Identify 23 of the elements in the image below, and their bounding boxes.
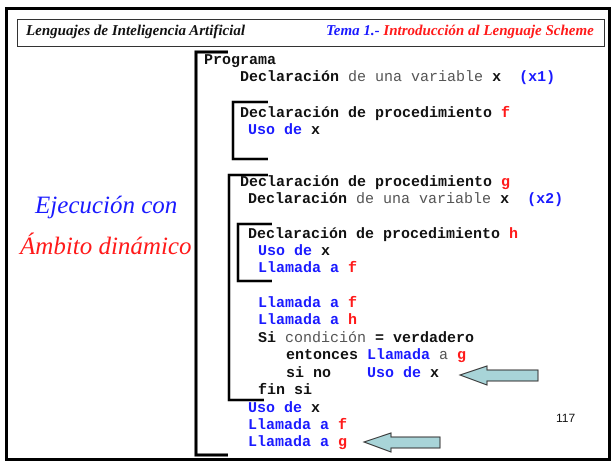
code-line: entonces Llamada a g [286,347,466,365]
code-line: Llamada a h [258,312,358,330]
slide-heading: Ámbito dinámico [20,232,192,262]
code-line: Si condición = verdadero [258,330,474,348]
code-line: Programa [204,52,276,70]
code-line: Declaración de procedimiento g [240,174,510,192]
code-line: Declaración de una variable x (x1) [240,69,556,87]
slide-topic: Tema 1.- Introducción al Lenguaje Scheme [326,22,594,40]
code-line: si no Uso de x [286,365,440,383]
code-line: Declaración de procedimiento f [240,105,510,123]
code-line: Uso de x [258,243,330,261]
page-number: 117 [556,411,576,426]
code-line: Llamada a f [258,260,358,278]
code-line: fin si [258,382,312,400]
header-title: Lenguajes de Inteligencia Artificial [26,22,246,40]
code-line: Declaración de una variable x (x2) [248,191,564,209]
code-line: Uso de x [248,122,320,140]
code-line: Llamada a f [258,295,358,313]
code-line: Llamada a f [248,417,348,435]
code-line: Uso de x [248,400,320,418]
code-line: Llamada a g [248,434,348,452]
code-line: Declaración de procedimiento h [248,226,518,244]
slide-heading: Ejecución con [35,191,178,221]
